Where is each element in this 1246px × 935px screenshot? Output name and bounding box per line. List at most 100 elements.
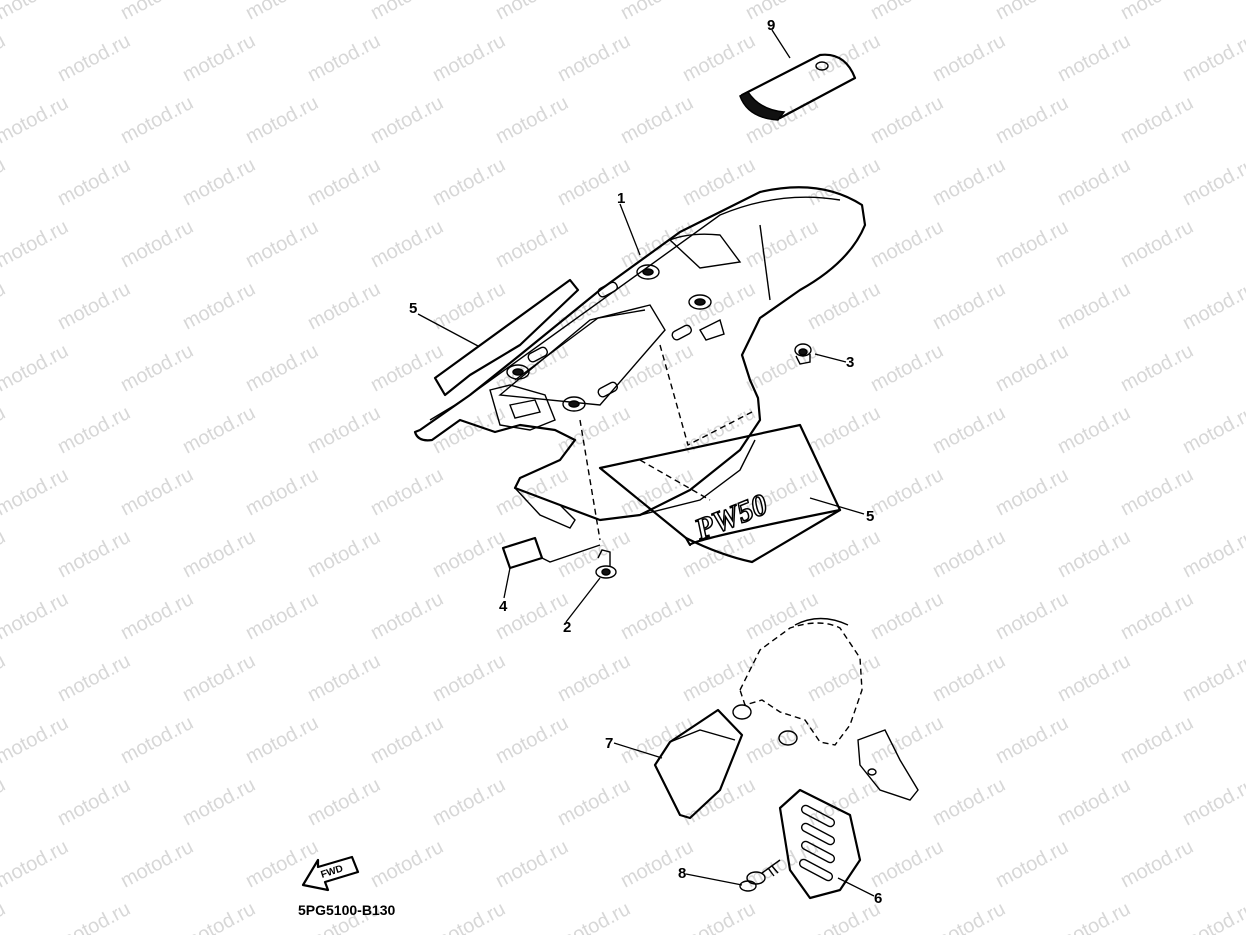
part-3-bolt bbox=[794, 343, 812, 365]
watermark-text: motod.ru bbox=[1117, 588, 1197, 644]
watermark-text: motod.ru bbox=[679, 774, 759, 830]
watermark-text: motod.ru bbox=[179, 154, 259, 210]
part-5-left-decal bbox=[433, 278, 580, 397]
watermark-text: motod.ru bbox=[54, 278, 134, 334]
watermark-text: motod.ru bbox=[117, 464, 197, 520]
watermark-text: motod.ru bbox=[0, 278, 9, 334]
watermark-text: motod.ru bbox=[992, 836, 1072, 892]
watermark-text: motod.ru bbox=[1179, 154, 1246, 210]
watermark-text: motod.ru bbox=[804, 278, 884, 334]
watermark-text: motod.ru bbox=[679, 898, 759, 935]
watermark-text: motod.ru bbox=[492, 712, 572, 768]
watermark-text: motod.ru bbox=[867, 216, 947, 272]
watermark-text: motod.ru bbox=[804, 898, 884, 935]
watermark-text: motod.ru bbox=[367, 0, 447, 24]
watermark-text: motod.ru bbox=[0, 0, 72, 24]
watermark-text: motod.ru bbox=[1242, 340, 1246, 396]
watermark-text: motod.ru bbox=[679, 30, 759, 86]
watermark-text: motod.ru bbox=[492, 92, 572, 148]
watermark-text: motod.ru bbox=[804, 154, 884, 210]
watermark-text: motod.ru bbox=[304, 402, 384, 458]
watermark-text: motod.ru bbox=[54, 402, 134, 458]
watermark-text: motod.ru bbox=[242, 216, 322, 272]
watermark-text: motod.ru bbox=[54, 774, 134, 830]
watermark-text: motod.ru bbox=[54, 898, 134, 935]
watermark-text: motod.ru bbox=[742, 588, 822, 644]
watermark-text: motod.ru bbox=[867, 92, 947, 148]
watermark-text: motod.ru bbox=[0, 526, 9, 582]
watermark-text: motod.ru bbox=[304, 526, 384, 582]
watermark-text: motod.ru bbox=[617, 92, 697, 148]
watermark-text: motod.ru bbox=[867, 712, 947, 768]
watermark-text: motod.ru bbox=[1179, 774, 1246, 830]
watermark-text: motod.ru bbox=[367, 712, 447, 768]
watermark-text: motod.ru bbox=[492, 836, 572, 892]
watermark-text: motod.ru bbox=[1117, 836, 1197, 892]
watermark-text: motod.ru bbox=[0, 712, 72, 768]
watermark-text: motod.ru bbox=[304, 278, 384, 334]
watermark-text: motod.ru bbox=[554, 30, 634, 86]
watermark-text: motod.ru bbox=[1054, 402, 1134, 458]
watermark-text: motod.ru bbox=[617, 588, 697, 644]
watermark-text: motod.ru bbox=[554, 774, 634, 830]
watermark-text: motod.ru bbox=[242, 340, 322, 396]
watermark-text: motod.ru bbox=[117, 836, 197, 892]
watermark-text: motod.ru bbox=[742, 216, 822, 272]
watermark-text: motod.ru bbox=[742, 0, 822, 24]
watermark-text: motod.ru bbox=[304, 774, 384, 830]
watermark-text: motod.ru bbox=[1179, 278, 1246, 334]
watermark-text: motod.ru bbox=[242, 588, 322, 644]
watermark-text: motod.ru bbox=[429, 898, 509, 935]
watermark-text: motod.ru bbox=[242, 464, 322, 520]
watermark-text: motod.ru bbox=[54, 30, 134, 86]
watermark-text: motod.ru bbox=[992, 92, 1072, 148]
watermark-text: motod.ru bbox=[804, 774, 884, 830]
frame-section bbox=[732, 617, 919, 801]
callout-5-right: 5 bbox=[866, 508, 874, 525]
part-7-guard-plate bbox=[653, 708, 744, 820]
watermark-text: motod.ru bbox=[867, 464, 947, 520]
watermark-text: motod.ru bbox=[617, 340, 697, 396]
watermark-text: motod.ru bbox=[492, 216, 572, 272]
watermark-text: motod.ru bbox=[1117, 216, 1197, 272]
part-2-screw bbox=[595, 549, 617, 579]
part-9-grip bbox=[739, 53, 857, 121]
watermark-text: motod.ru bbox=[1054, 526, 1134, 582]
watermark-text: motod.ru bbox=[429, 30, 509, 86]
watermark-text: motod.ru bbox=[117, 588, 197, 644]
watermark-text: motod.ru bbox=[1242, 712, 1246, 768]
watermark-text: motod.ru bbox=[179, 278, 259, 334]
watermark-text: motod.ru bbox=[492, 0, 572, 24]
watermark-text: motod.ru bbox=[1117, 0, 1197, 24]
callout-9: 9 bbox=[767, 17, 775, 34]
watermark-text: motod.ru bbox=[929, 402, 1009, 458]
callout-5-left: 5 bbox=[409, 300, 417, 317]
diagram-code: 5PG5100-B130 bbox=[298, 902, 396, 918]
watermark-text: motod.ru bbox=[929, 650, 1009, 706]
watermark-text: motod.ru bbox=[54, 154, 134, 210]
watermark-text: motod.ru bbox=[1054, 154, 1134, 210]
watermark-text: motod.ru bbox=[992, 712, 1072, 768]
watermark-text: motod.ru bbox=[367, 464, 447, 520]
callout-7: 7 bbox=[605, 735, 613, 752]
leader-lines bbox=[417, 29, 875, 897]
watermark-text: motod.ru bbox=[804, 650, 884, 706]
watermark-text: motod.ru bbox=[929, 278, 1009, 334]
watermark-text: motod.ru bbox=[867, 588, 947, 644]
watermark-text: motod.ru bbox=[1054, 30, 1134, 86]
watermark-text: motod.ru bbox=[242, 836, 322, 892]
watermark-text: motod.ru bbox=[867, 340, 947, 396]
callout-6: 6 bbox=[874, 890, 882, 907]
watermark-text: motod.ru bbox=[554, 898, 634, 935]
watermark-text: motod.ru bbox=[992, 216, 1072, 272]
watermark-text: motod.ru bbox=[0, 650, 9, 706]
watermark-text: motod.ru bbox=[304, 650, 384, 706]
watermark-text: motod.ru bbox=[992, 588, 1072, 644]
watermark-text: motod.ru bbox=[1054, 278, 1134, 334]
watermark-text: motod.ru bbox=[0, 30, 9, 86]
callout-3: 3 bbox=[846, 354, 854, 371]
watermark-text: motod.ru bbox=[1179, 30, 1246, 86]
watermark-text: motod.ru bbox=[929, 898, 1009, 935]
watermark-text: motod.ru bbox=[929, 774, 1009, 830]
